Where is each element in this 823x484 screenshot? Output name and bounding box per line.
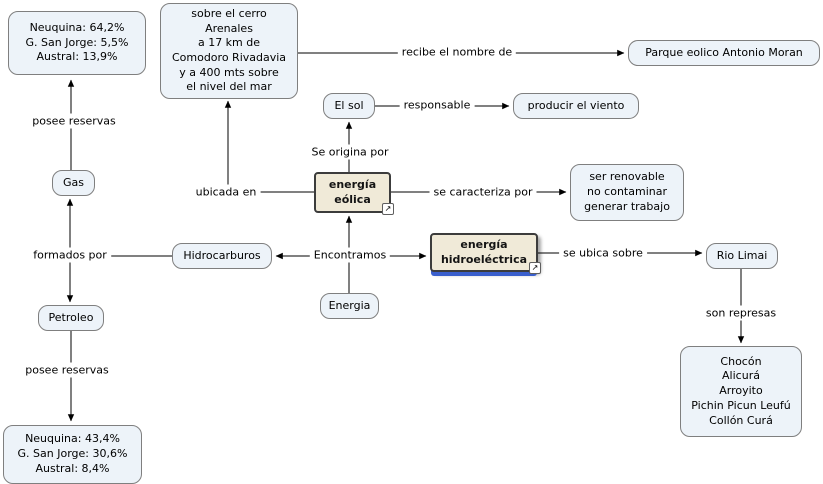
node-caracteristicas[interactable]: ser renovable no contaminar generar trab… [570, 164, 684, 221]
link-label-posee-reservas-gas[interactable]: posee reservas [28, 113, 120, 129]
edge-eolica-to-cerro [224, 100, 315, 193]
node-producir-el-viento[interactable]: producir el viento [513, 93, 639, 119]
link-label-se-origina-por[interactable]: Se origina por [307, 144, 393, 160]
node-energia-hidroelectrica[interactable]: energía hidroeléctrica [430, 233, 538, 272]
resource-link-icon-eolica[interactable]: ↗ [382, 203, 394, 215]
link-label-recibe-el-nombre-de[interactable]: recibe el nombre de [397, 44, 517, 60]
link-label-encontramos[interactable]: Encontramos [309, 247, 391, 263]
link-label-ubicada-en[interactable]: ubicada en [191, 184, 261, 200]
link-label-son-represas[interactable]: son represas [701, 305, 781, 321]
link-label-posee-reservas-petroleo[interactable]: posee reservas [21, 362, 113, 378]
link-label-formados-por[interactable]: formados por [29, 247, 111, 263]
link-label-se-ubica-sobre[interactable]: se ubica sobre [559, 245, 647, 261]
node-parque-eolico[interactable]: Parque eolico Antonio Moran [628, 40, 820, 66]
node-gas[interactable]: Gas [52, 170, 95, 196]
node-represas-list[interactable]: Chocón Alicurá Arroyito Pichin Picun Leu… [680, 346, 802, 437]
node-energia-eolica[interactable]: energía eólica [314, 172, 391, 213]
node-gas-reserves[interactable]: Neuquina: 64,2% G. San Jorge: 5,5% Austr… [8, 11, 146, 75]
node-cerro-arenales[interactable]: sobre el cerro Arenales a 17 km de Comod… [160, 3, 298, 99]
node-petroleo-reserves[interactable]: Neuquina: 43,4% G. San Jorge: 30,6% Aust… [3, 425, 142, 484]
node-energia[interactable]: Energia [320, 293, 379, 319]
node-hidrocarburos[interactable]: Hidrocarburos [172, 243, 272, 269]
node-rio-limai[interactable]: Rio Limai [706, 243, 778, 269]
node-el-sol[interactable]: El sol [323, 93, 375, 119]
link-label-responsable[interactable]: responsable [399, 97, 475, 113]
link-label-se-caracteriza-por[interactable]: se caracteriza por [429, 184, 537, 200]
node-petroleo[interactable]: Petroleo [38, 305, 104, 331]
resource-link-icon-hidroelectrica[interactable]: ↗ [529, 262, 541, 274]
